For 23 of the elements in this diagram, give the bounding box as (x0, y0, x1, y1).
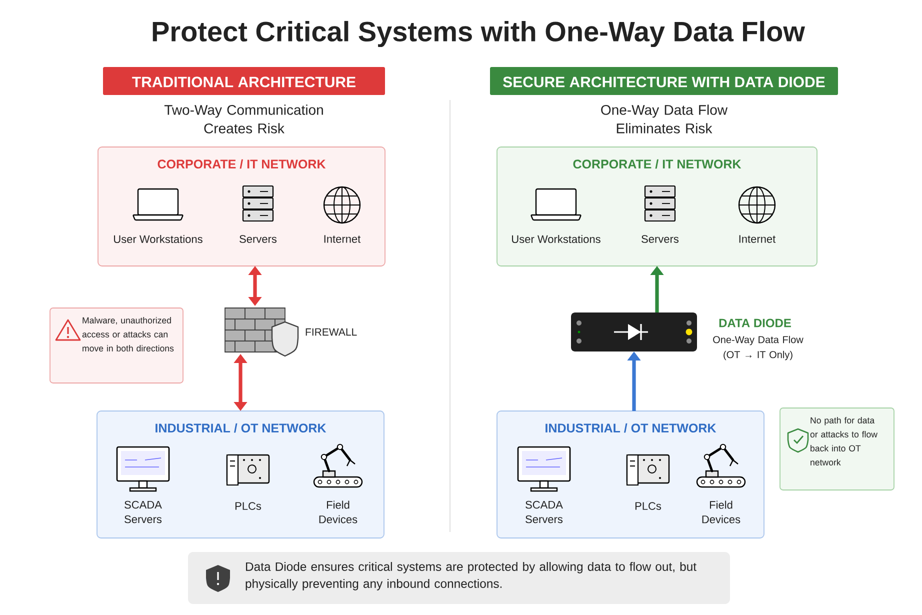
item-label: PLCs (235, 502, 262, 510)
note-box: Malware, unauthorized access or attacks can move in both directions (50, 308, 184, 384)
item-label: SCADA Servers (124, 500, 162, 524)
item-label: User Workstations (114, 234, 202, 244)
note-box: No path for data or attacks to flow back into OT network (780, 408, 894, 490)
subtitle: One-Way Data Flow Eliminates Risk (601, 104, 728, 134)
item-label: Internet (739, 235, 776, 243)
device-label: DATA DIODE (719, 318, 791, 328)
subtitle: Two-Way Communication Creates Risk (164, 104, 323, 134)
title: Protect Critical Systems with One-Way Data Flow (152, 20, 805, 48)
item-label: Servers (642, 235, 679, 243)
device-label: FIREWALL (306, 328, 357, 336)
device-caption: One-Way Data Flow (OT → IT Only) (713, 336, 804, 360)
section-banner: TRADITIONAL ARCHITECTURE (103, 67, 385, 95)
item-label: Internet (324, 235, 361, 243)
item-label: User Workstations (512, 234, 600, 244)
info-box: Data Diode ensures critical systems are protected by allowing data to flow out, but physically preventing any inbound connections. (188, 552, 730, 604)
item-label: SCADA Servers (526, 500, 563, 524)
item-label: Servers (240, 235, 277, 243)
item-label: Field Devices (702, 500, 740, 524)
section-banner: SECURE ARCHITECTURE WITH DATA DIODE (490, 67, 838, 95)
item-label: Field Devices (319, 500, 358, 524)
item-label: PLCs (635, 502, 662, 510)
